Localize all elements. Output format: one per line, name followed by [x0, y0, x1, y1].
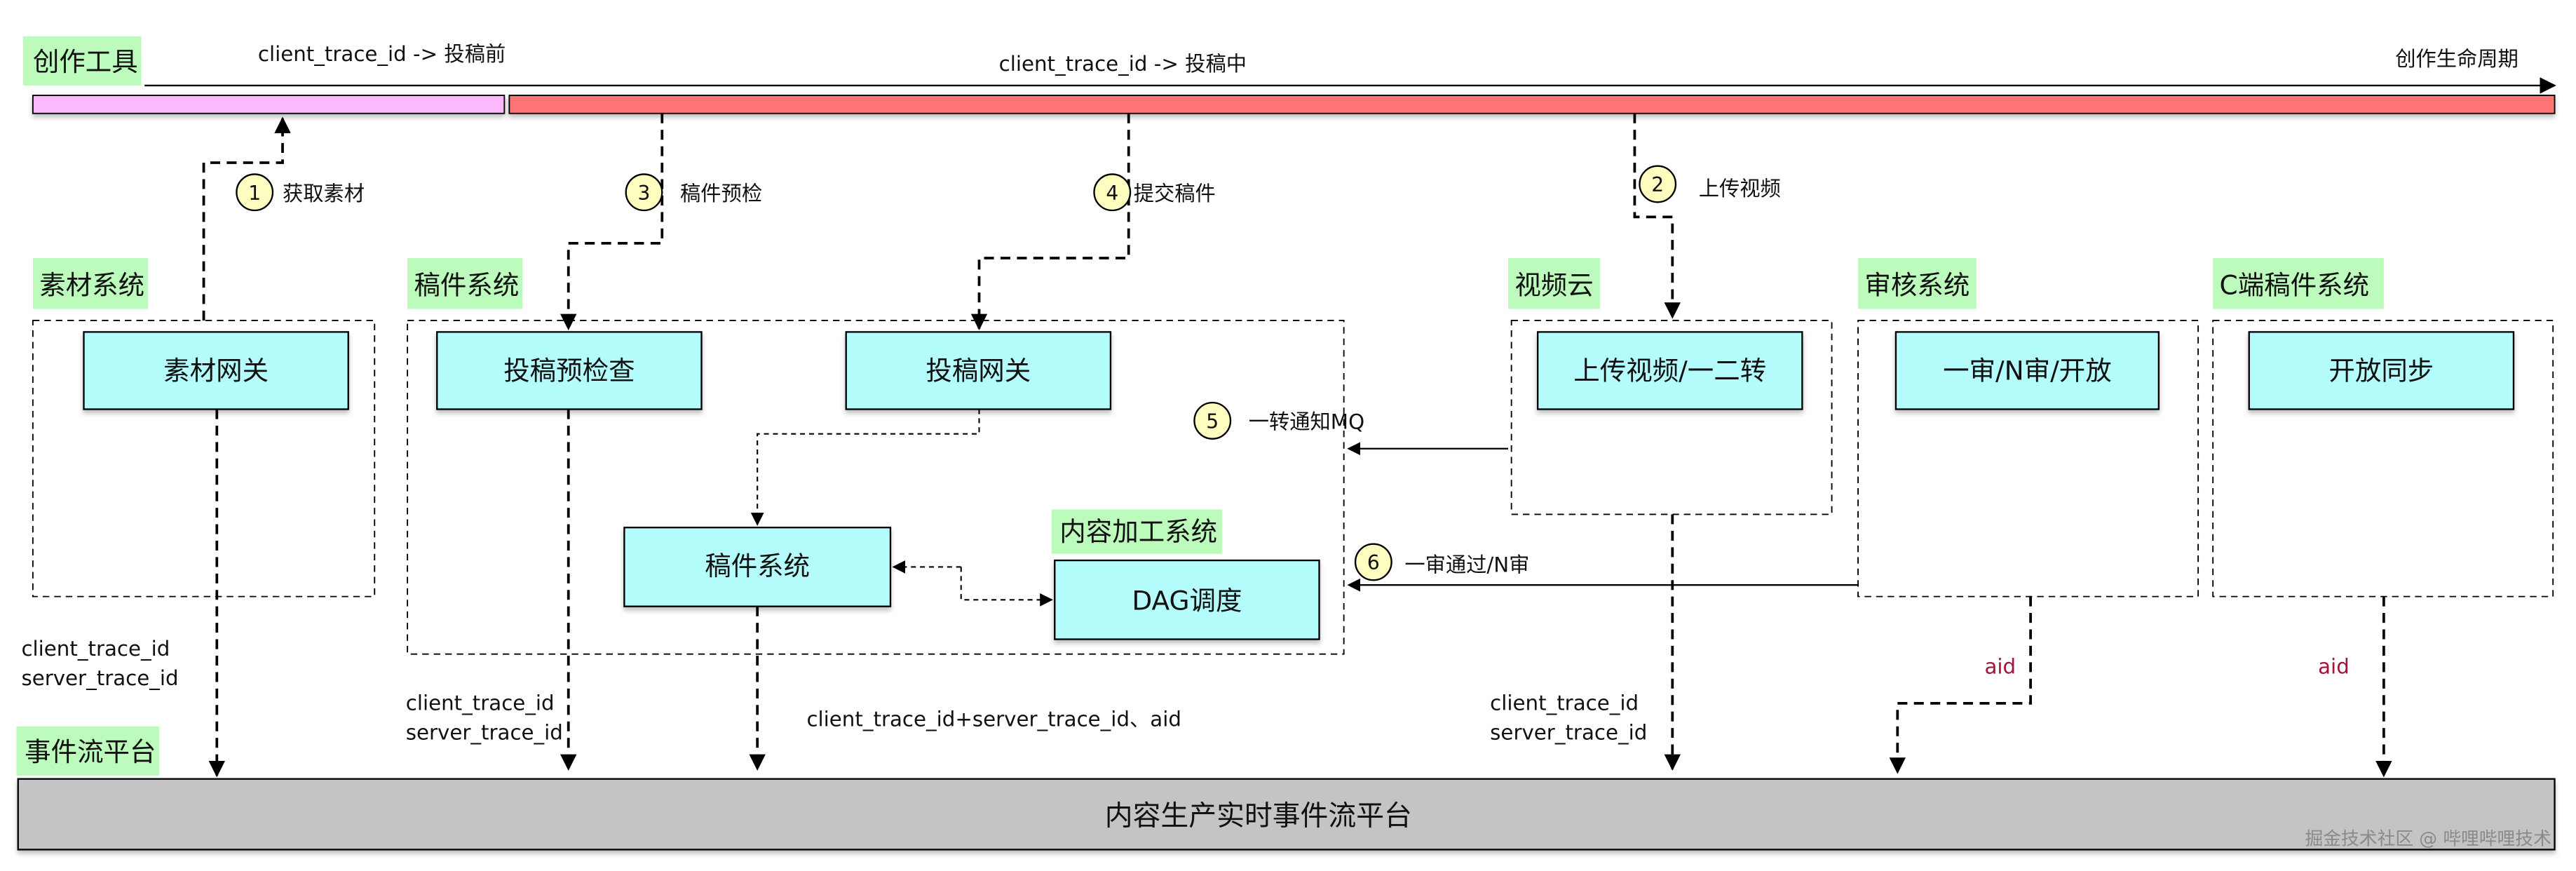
manuscript-system-boundary: [407, 320, 1345, 655]
video-cloud-label-bg: [1507, 257, 1601, 309]
step-3-label: 稿件预检: [680, 182, 762, 205]
phase-before-label: client_trace_id -> 投稿前: [258, 42, 506, 66]
c-side-system-label-bg: [2213, 257, 2384, 309]
manuscript-system-label-bg: [407, 257, 523, 309]
step-3-circle: [625, 173, 663, 212]
step-3-arrow: [560, 113, 664, 331]
gateway-to-core-arrow: [750, 409, 980, 526]
review-system-label-bg: [1858, 257, 1977, 309]
step-6-label: 一审通过/N审: [1404, 553, 1529, 576]
submit-gateway-label: 投稿网关: [926, 355, 1031, 386]
review-event-arrow: [1889, 596, 2032, 774]
step-2: 2 上传视频: [1639, 165, 1781, 203]
creation-tool-label-bg: [22, 36, 142, 86]
upload-transcode-node: [1536, 331, 1803, 410]
event-stream-platform: 事件流平台 内容生产实时事件流平台 掘金技术社区 @ 哔哩哔哩技术: [16, 726, 2556, 851]
step-4-circle: [1093, 173, 1132, 212]
review-node: [1894, 331, 2160, 410]
review-system-boundary: [1857, 320, 2199, 597]
processing-system-group: 内容加工系统 DAG调度: [1051, 509, 1320, 640]
creation-tool-label: 创作工具: [33, 46, 138, 77]
material-server-trace-label: server_trace_id: [21, 666, 178, 690]
step-2-arrow: [1633, 113, 1681, 319]
precheck-client-trace-label: client_trace_id: [406, 691, 555, 715]
event-stream-label-bg: [16, 726, 160, 776]
step-4-label: 提交稿件: [1134, 182, 1216, 205]
step-2-circle: [1639, 165, 1677, 203]
upload-transcode-label: 上传视频/一二转: [1573, 355, 1766, 386]
step-1: 1 获取素材: [236, 173, 365, 212]
step-6-circle: [1354, 543, 1392, 581]
event-stream-platform-label: 内容生产实时事件流平台: [1105, 799, 1412, 832]
core-to-dag-arrow: [960, 567, 1053, 607]
c-side-system-group: C端稿件系统 开放同步: [2212, 257, 2554, 597]
step-5-number: 5: [1206, 410, 1219, 433]
precheck-server-trace-label: server_trace_id: [406, 720, 563, 744]
step-3-number: 3: [638, 182, 651, 205]
step-4: 4 提交稿件: [1093, 173, 1216, 212]
processing-system-label-bg: [1051, 509, 1223, 554]
step-6: 6 一审通过/N审: [1347, 543, 1859, 592]
step-6-number: 6: [1367, 551, 1380, 574]
precheck-label: 投稿预检查: [503, 355, 635, 386]
material-system-label: 素材系统: [39, 269, 144, 300]
event-stream-platform-bar: [17, 778, 2556, 851]
submit-gateway-node: [845, 331, 1112, 410]
video-server-trace-label: server_trace_id: [1490, 720, 1647, 744]
phase-during-label: client_trace_id -> 投稿中: [999, 52, 1247, 76]
material-gateway-label: 素材网关: [163, 355, 269, 386]
event-flows: [208, 409, 2392, 778]
open-sync-label: 开放同步: [2328, 355, 2434, 386]
step-1-arrow: [202, 116, 291, 320]
dag-scheduler-label: DAG调度: [1132, 585, 1242, 616]
processing-system-label: 内容加工系统: [1059, 516, 1217, 547]
material-system-boundary: [32, 320, 376, 597]
step-4-number: 4: [1106, 182, 1118, 205]
precheck-node: [436, 331, 703, 410]
video-cloud-label: 视频云: [1514, 269, 1593, 300]
material-system-group: 素材系统 素材网关: [32, 257, 376, 597]
manuscript-core-node: [623, 527, 892, 607]
open-sync-node: [2248, 331, 2515, 410]
step-2-number: 2: [1651, 173, 1664, 196]
video-cloud-boundary: [1510, 320, 1833, 515]
step-1-number: 1: [248, 182, 261, 205]
c-side-aid-label: aid: [2318, 655, 2350, 679]
manuscript-system-label: 稿件系统: [414, 269, 519, 300]
event-stream-label: 事件流平台: [25, 736, 156, 767]
manuscript-system-group: 稿件系统 投稿预检查 投稿网关 稿件系统: [407, 257, 1345, 655]
step-1-circle: [236, 173, 274, 212]
material-system-label-bg: [32, 257, 148, 309]
manuscript-core-label: 稿件系统: [705, 551, 810, 581]
manuscript-combined-label: client_trace_id+server_trace_id、aid: [806, 708, 1181, 731]
review-system-group: 审核系统 一审/N审/开放: [1857, 257, 2199, 597]
video-cloud-group: 视频云 上传视频/一二转: [1507, 257, 1833, 515]
review-system-label: 审核系统: [1864, 269, 1970, 300]
lifecycle-label: 创作生命周期: [2395, 47, 2519, 71]
step-5: 5 一转通知MQ: [1193, 401, 1508, 456]
video-client-trace-label: client_trace_id: [1490, 691, 1639, 715]
phase-during-bar: [508, 95, 2556, 114]
dag-scheduler-node: [1054, 559, 1320, 640]
timeline: 创作工具 client_trace_id -> 投稿前 client_trace…: [22, 36, 2556, 114]
review-node-label: 一审/N审/开放: [1943, 355, 2112, 386]
step-3: 3 稿件预检: [625, 173, 762, 212]
step-1-label: 获取素材: [283, 182, 365, 205]
step-5-circle: [1193, 401, 1232, 440]
step-4-arrow: [970, 113, 1130, 331]
phase-before-bar: [32, 95, 506, 114]
step-2-label: 上传视频: [1699, 177, 1781, 201]
review-aid-label: aid: [1984, 655, 2016, 679]
material-client-trace-label: client_trace_id: [21, 637, 170, 661]
step-5-label: 一转通知MQ: [1249, 410, 1364, 434]
watermark: 掘金技术社区 @ 哔哩哔哩技术: [2305, 828, 2551, 849]
c-side-system-label: C端稿件系统: [2220, 269, 2370, 300]
